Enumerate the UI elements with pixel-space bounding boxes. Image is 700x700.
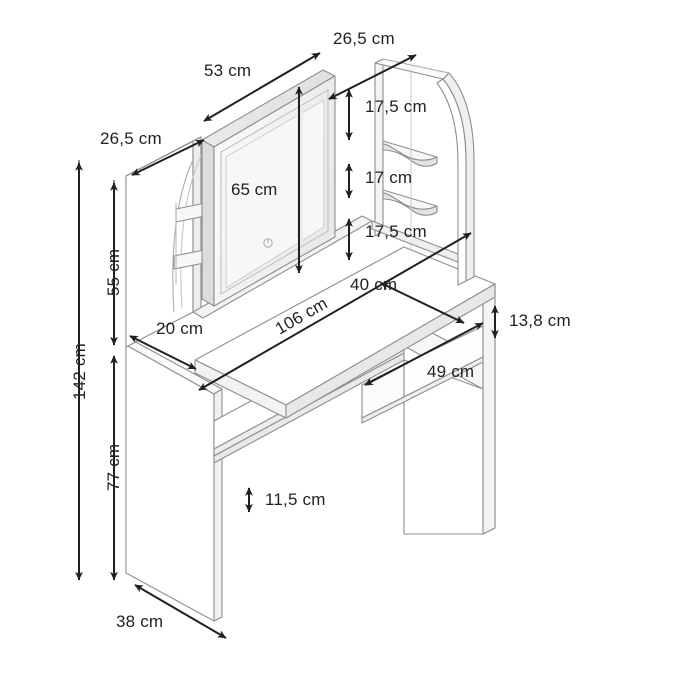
dim-label-hutch-height: 55 cm [104,248,123,296]
dim-label-rail-height: 11,5 cm [265,490,326,509]
dim-label-mirror-width: 53 cm [204,61,252,80]
dim-label-shelf-gap-top: 17,5 cm [365,97,427,116]
dim-label-hutch-depth-left: 26,5 cm [100,129,162,148]
dim-label-shelf-gap-middle: 17 cm [365,168,413,187]
dim-line-side-depth [134,584,227,639]
dim-line-hutch-depth-left [131,139,205,176]
dim-label-drawer-width: 49 cm [427,362,475,381]
left-side-panel [125,340,223,622]
dim-label-shelf-gap-bottom: 17,5 cm [365,222,427,241]
dim-label-left-panel-depth: 20 cm [156,319,204,338]
dim-label-apron-height: 13,8 cm [509,311,571,330]
dim-line-mirror-width [203,52,321,122]
right-corner-shelves [374,58,450,250]
dim-line-hutch-depth-right [328,54,417,100]
extension-lines [78,160,115,183]
furniture-geometry [125,58,496,622]
dimension-lines [75,52,499,639]
dim-label-side-depth: 38 cm [116,612,164,631]
dim-label-hutch-depth-right: 26,5 cm [333,29,395,48]
right-side-panel [482,283,496,535]
dim-line-left-panel-depth [129,335,197,370]
dim-line-drawer-width [364,322,484,386]
dim-label-desk-depth: 40 cm [350,275,398,294]
left-curved-shelves [125,136,206,348]
dim-label-mirror-height: 65 cm [231,180,278,199]
dim-label-total-height: 142 cm [70,343,89,400]
dim-line-desk-depth [380,282,465,324]
dim-line-desk-width [198,232,472,391]
dim-label-desk-height: 77 cm [104,443,123,491]
